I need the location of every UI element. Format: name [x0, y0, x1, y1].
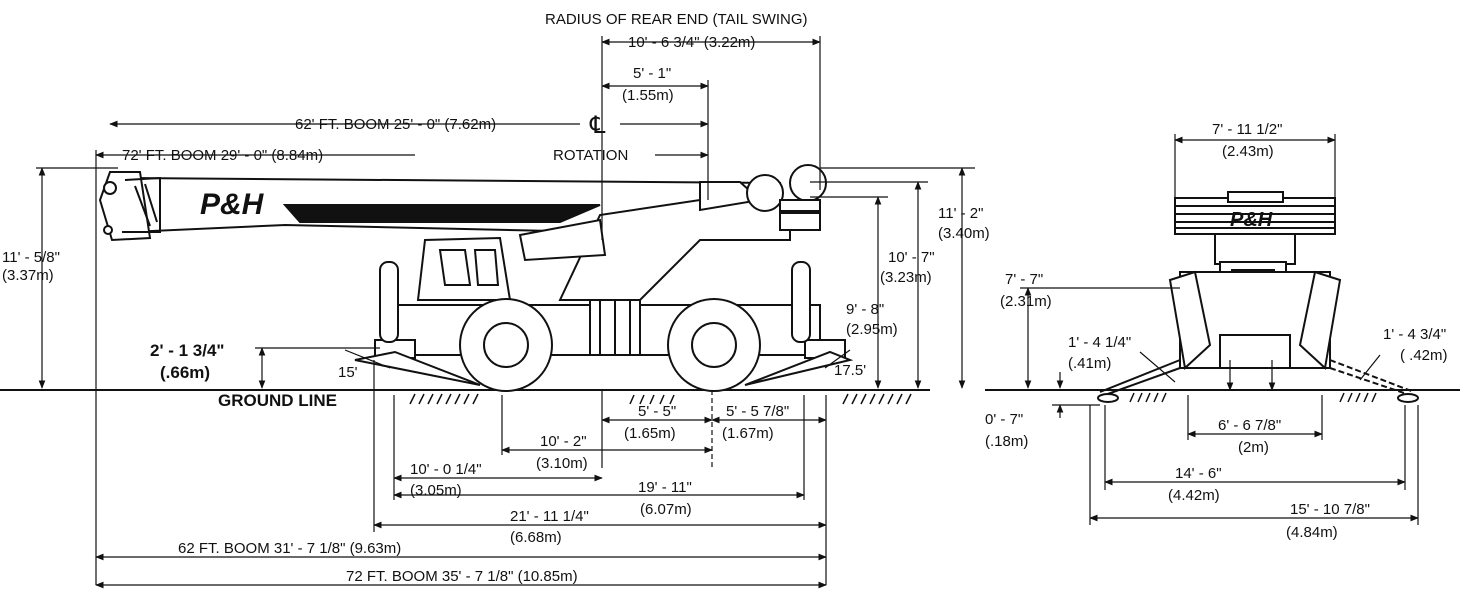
side-view-labels: RADIUS OF REAR END (TAIL SWING) 10' - 6 …: [2, 11, 990, 585]
dim-19-11-ft: 19' - 11": [638, 479, 692, 496]
boom62-overhang: 62' FT. BOOM 25' - 0" (7.62m): [295, 116, 496, 133]
centerline-symbol: ℄: [589, 112, 606, 139]
dim-10-01-ft: 10' - 0 1/4": [410, 461, 482, 478]
dim-19-11-m: (6.07m): [640, 501, 692, 518]
rotation-label: ROTATION: [553, 147, 628, 164]
dim-21-11-m: (6.68m): [510, 529, 562, 546]
front-wheel: [459, 298, 553, 392]
height-9-8-ft: 9' - 8": [846, 301, 884, 318]
approach-angle: 15': [338, 364, 358, 381]
dim-21-11-ft: 21' - 11 1/4": [510, 508, 589, 525]
crane-side-view: [98, 164, 854, 392]
diagram-title: RADIUS OF REAR END (TAIL SWING): [545, 11, 808, 28]
pad-height-ft: 0' - 7": [985, 411, 1023, 428]
track-m: (2m): [1238, 439, 1269, 456]
overall-height-m: (3.40m): [938, 225, 990, 242]
brand-logo: P&H: [200, 188, 265, 221]
dimension-lines: [36, 36, 1419, 589]
outrigger-height-m: (.66m): [160, 363, 210, 382]
left-offset-ft: 1' - 4 1/4": [1068, 334, 1131, 351]
cab-width-m: (2.43m): [1222, 143, 1274, 160]
outrigger-span-m: (4.42m): [1168, 487, 1220, 504]
overall-width-m: (4.84m): [1286, 524, 1338, 541]
boom-tip-height-m: (3.37m): [2, 267, 54, 284]
front-view-labels: 7' - 11 1/2" (2.43m) 7' - 7" (2.31m) 1' …: [985, 121, 1448, 541]
height-10-7-m: (3.23m): [880, 269, 932, 286]
tail-swing-dim: 10' - 6 3/4" (3.22m): [628, 34, 755, 51]
height-7-7-ft: 7' - 7": [1005, 271, 1043, 288]
dim-5-57-ft: 5' - 5 7/8": [726, 403, 789, 420]
overall-height-ft: 11' - 2": [938, 205, 983, 222]
pad-height-m: (.18m): [985, 433, 1028, 450]
outrigger-height-ft: 2' - 1 3/4": [150, 341, 224, 360]
departure-angle: 17.5': [834, 362, 866, 379]
overall-width-ft: 15' - 10 7/8": [1290, 501, 1370, 518]
ground-hatching: [409, 392, 1377, 405]
right-offset-ft: 1' - 4 3/4": [1383, 326, 1446, 343]
rear-wheel: [667, 298, 761, 392]
dim-10-2-ft: 10' - 2": [540, 433, 587, 450]
dim-10-2-m: (3.10m): [536, 455, 588, 472]
outrigger-span-ft: 14' - 6": [1175, 465, 1222, 482]
overall-length-62: 62 FT. BOOM 31' - 7 1/8" (9.63m): [178, 540, 401, 557]
boom72-overhang: 72' FT. BOOM 29' - 0" (8.84m): [122, 147, 323, 164]
dim-5-57-m: (1.67m): [722, 425, 774, 442]
dim-5-5-m: (1.65m): [624, 425, 676, 442]
cab-width-ft: 7' - 11 1/2": [1212, 121, 1282, 138]
track-ft: 6' - 6 7/8": [1218, 417, 1281, 434]
overall-length-72: 72 FT. BOOM 35' - 7 1/8" (10.85m): [346, 568, 578, 585]
left-offset-m: (.41m): [1068, 355, 1111, 372]
brand-logo-front: P&H: [1230, 209, 1273, 231]
right-offset-m: ( .42m): [1400, 347, 1448, 364]
height-9-8-m: (2.95m): [846, 321, 898, 338]
height-7-7-m: (2.31m): [1000, 293, 1052, 310]
rotation-offset-m: (1.55m): [622, 87, 674, 104]
height-10-7-ft: 10' - 7": [888, 249, 935, 266]
boom-tip-height-ft: 11' - 5/8": [2, 249, 60, 266]
dim-5-5-ft: 5' - 5": [638, 403, 676, 420]
crane-front-view: [1097, 191, 1419, 403]
rotation-offset-ft: 5' - 1": [633, 65, 671, 82]
ground-line-label: GROUND LINE: [218, 391, 337, 410]
dim-10-01-m: (3.05m): [410, 482, 462, 499]
